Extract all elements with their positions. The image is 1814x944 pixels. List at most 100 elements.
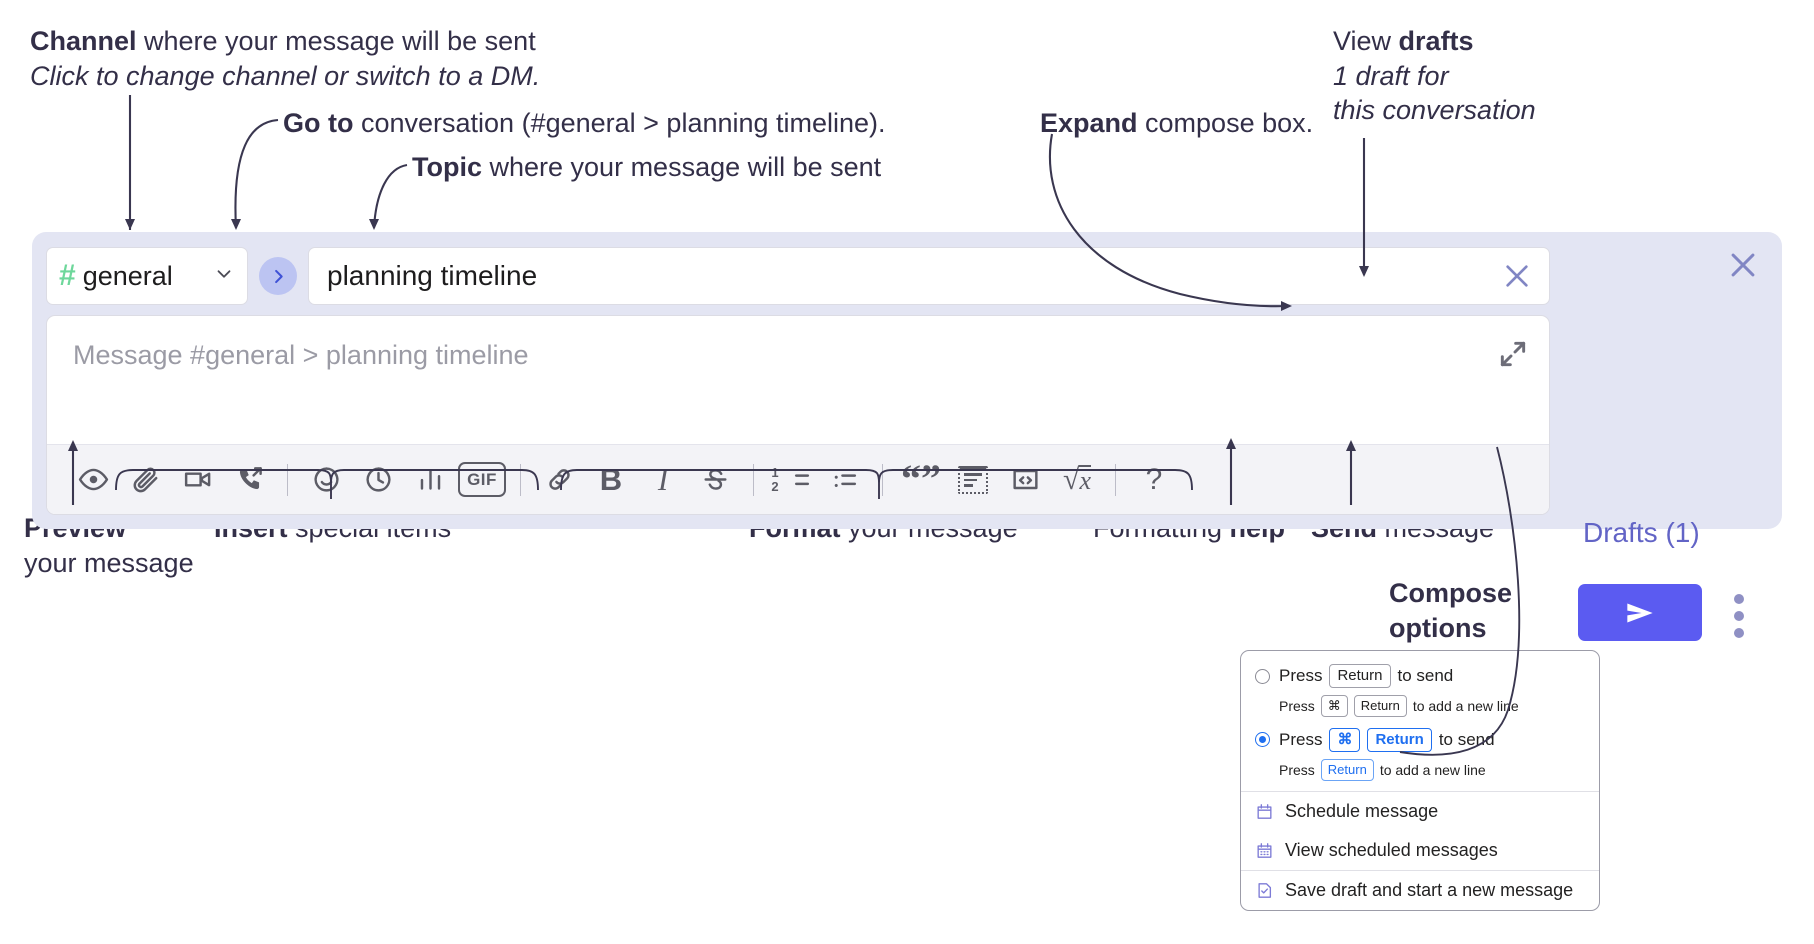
link-icon	[548, 469, 570, 490]
option-prefix: Press	[1279, 730, 1323, 750]
option-suffix: to send	[1397, 666, 1454, 686]
annotation-expand: Expand compose box.	[1040, 106, 1313, 141]
send-paper-plane-icon	[1627, 603, 1653, 622]
bold-icon[interactable]: B	[585, 454, 637, 506]
italic-icon[interactable]: I	[637, 454, 689, 506]
topic-clear-button[interactable]	[1501, 260, 1533, 292]
annotation-expand-bold: Expand	[1040, 108, 1138, 138]
blockquote-icon[interactable]: “”	[895, 454, 947, 506]
call-forward-icon	[239, 467, 262, 490]
attachment-icon[interactable]	[119, 454, 171, 506]
annotation-compose-options-line1: Compose	[1389, 578, 1513, 608]
bulleted-list-icon	[834, 474, 856, 487]
inline-code-icon	[1012, 469, 1038, 490]
code-block-icon[interactable]	[947, 454, 999, 506]
drafts-link[interactable]: Drafts (1)	[1583, 517, 1700, 548]
annotation-channel-bold: Channel	[30, 26, 137, 56]
annotation-compose-options-line2: options	[1389, 612, 1487, 643]
send-shortcut-hint: Press Return to add a new line	[1241, 759, 1599, 781]
video-camera-icon[interactable]	[171, 454, 223, 506]
annotation-channel-rest: where your message will be sent	[136, 26, 536, 56]
clock-icon[interactable]	[352, 454, 404, 506]
help-icon-glyph: ?	[1145, 462, 1163, 496]
hint-suffix: to add a new line	[1412, 698, 1519, 715]
menu-item[interactable]: View scheduled messages	[1241, 831, 1599, 870]
channel-selector[interactable]: # general	[46, 247, 248, 305]
annotation-drafts: View drafts 1 draft for this conversatio…	[1333, 24, 1536, 128]
compose-panel: # general planning timeline Message #gen…	[32, 232, 1782, 641]
keycap: Return	[1367, 727, 1432, 753]
hint-suffix: to add a new line	[1379, 761, 1486, 778]
bulleted-list-icon[interactable]	[818, 454, 870, 506]
menu-item-label: View scheduled messages	[1285, 839, 1498, 860]
gif-label: GIF	[458, 462, 506, 497]
poll-bar-chart-icon	[420, 469, 440, 490]
annotation-channel-sub: Click to change channel or switch to a D…	[30, 60, 541, 91]
math-latex-glyph: √x	[1062, 462, 1091, 496]
connector-goto	[234, 118, 279, 229]
radio-button[interactable]	[1255, 732, 1270, 748]
menu-item-label: Schedule message	[1285, 800, 1439, 821]
compose-options-button[interactable]	[1732, 594, 1746, 638]
keycap: Return	[1353, 695, 1407, 717]
compose-inner: # general planning timeline Message #gen…	[46, 245, 1550, 515]
expand-compose-button[interactable]	[1497, 338, 1531, 372]
channel-name-label: general	[82, 260, 173, 291]
link-icon[interactable]	[533, 454, 585, 506]
hint-prefix: Press	[1279, 761, 1315, 778]
hint-prefix: Press	[1279, 698, 1315, 715]
separator-5	[1115, 463, 1116, 496]
call-forward-icon[interactable]	[223, 454, 275, 506]
italic-icon-glyph: I	[657, 462, 669, 497]
annotation-topic: Topic where your message will be sent	[412, 150, 881, 185]
keycap: ⌘	[1329, 727, 1361, 753]
calendar-schedule-icon	[1257, 803, 1272, 819]
preview-icon	[78, 468, 108, 491]
menu-item[interactable]: Schedule message	[1241, 792, 1599, 831]
annotation-goto: Go to conversation (#general > planning …	[283, 106, 886, 141]
panel-close-button[interactable]	[1726, 248, 1760, 282]
attachment-icon	[133, 467, 157, 493]
topic-input[interactable]: planning timeline	[308, 247, 1550, 305]
code-block-glyph	[958, 465, 988, 494]
menu-divider	[1241, 869, 1599, 871]
separator-4	[882, 463, 883, 496]
chevron-down-icon	[213, 263, 235, 290]
calendar-list-icon	[1257, 842, 1272, 858]
emoji-icon[interactable]	[300, 454, 352, 506]
gif-icon[interactable]: GIF	[456, 454, 508, 506]
menu-item[interactable]: Save draft and start a new message	[1241, 871, 1599, 910]
preview-icon[interactable]	[67, 454, 119, 506]
inline-code-icon[interactable]	[999, 454, 1051, 506]
emoji-icon	[313, 467, 339, 492]
compose-header-row: # general planning timeline	[46, 245, 1550, 307]
annotation-preview-line2: your message	[24, 547, 194, 578]
help-icon[interactable]: ?	[1128, 454, 1180, 506]
connector-topic	[372, 163, 408, 229]
message-input-box[interactable]: Message #general > planning timeline GIF…	[46, 315, 1550, 515]
topic-value: planning timeline	[327, 260, 538, 291]
poll-bar-chart-icon[interactable]	[404, 454, 456, 506]
annotation-goto-rest: conversation (#general > planning timeli…	[353, 108, 886, 138]
kebab-dot	[1734, 594, 1744, 604]
strikethrough-icon[interactable]	[689, 454, 741, 506]
goto-conversation-button[interactable]	[259, 257, 297, 295]
connector-channel-arrow	[125, 219, 135, 230]
close-icon	[1506, 265, 1528, 287]
blockquote-glyph: “”	[901, 456, 941, 502]
keycap: Return	[1320, 759, 1374, 781]
radio-button[interactable]	[1255, 668, 1270, 684]
send-button[interactable]	[1578, 584, 1702, 641]
clock-icon	[365, 467, 391, 492]
annotation-drafts-sub1: 1 draft for	[1333, 60, 1449, 91]
math-latex-icon[interactable]: √x	[1051, 454, 1103, 506]
separator-1	[287, 463, 288, 496]
kebab-dot	[1734, 611, 1744, 621]
